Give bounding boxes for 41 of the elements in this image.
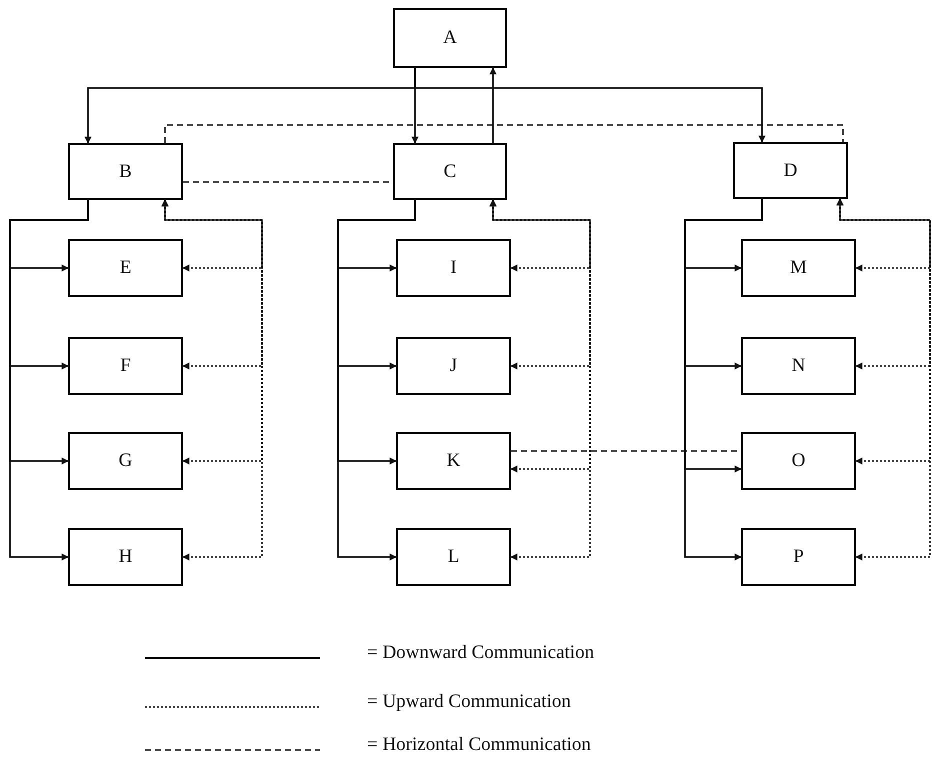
- unit-box: [396, 432, 511, 490]
- unit-box: [741, 337, 856, 395]
- unit-label: P: [793, 546, 804, 568]
- unit-label: L: [448, 546, 460, 568]
- unit-label: N: [792, 355, 806, 377]
- dashed-connector: [164, 124, 844, 143]
- unit-box: [396, 239, 511, 297]
- unit-box: [741, 239, 856, 297]
- unit-box: [741, 528, 856, 586]
- unit-label: C: [444, 160, 456, 182]
- unit-label: E: [120, 257, 132, 279]
- dotted-arrow: [490, 199, 591, 560]
- unit-box: [68, 528, 183, 586]
- unit-box: [68, 143, 183, 200]
- dotted-arrow: [836, 198, 931, 560]
- unit-label: I: [450, 257, 457, 279]
- unit-box: [396, 337, 511, 395]
- dotted-arrow: [162, 199, 263, 560]
- unit-box: [733, 142, 848, 199]
- unit-label: D: [784, 160, 798, 182]
- unit-box: [68, 337, 183, 395]
- unit-label: H: [118, 546, 132, 568]
- unit-box: [393, 143, 507, 200]
- arrow: [490, 67, 496, 143]
- unit-box: [68, 432, 183, 490]
- unit-label: O: [792, 450, 806, 472]
- unit-box: [393, 8, 507, 68]
- unit-label: M: [790, 257, 807, 279]
- unit-box: [741, 432, 856, 490]
- unit-box: [396, 528, 511, 586]
- legend-text: = Horizontal Communication: [367, 734, 591, 756]
- legend-text: = Downward Communication: [367, 642, 594, 664]
- unit-label: G: [118, 450, 132, 472]
- unit-label: K: [446, 450, 460, 472]
- unit-label: J: [450, 355, 458, 377]
- legend-text: = Upward Communication: [367, 691, 571, 713]
- unit-label: A: [443, 27, 457, 49]
- unit-label: F: [120, 355, 131, 377]
- arrow: [414, 68, 766, 143]
- unit-label: B: [119, 160, 132, 182]
- unit-box: [68, 239, 183, 297]
